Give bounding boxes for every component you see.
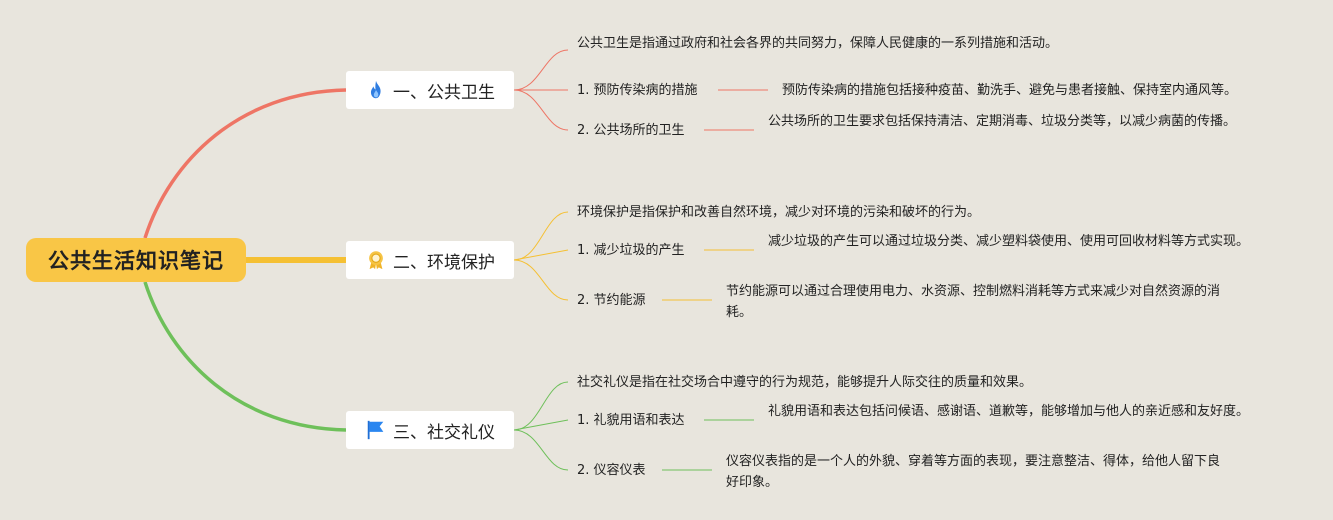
branch-1-connector [143,88,347,239]
branch-1-item-2-label[interactable]: 2. 公共场所的卫生 [577,123,685,138]
branch-2-item-1-detail[interactable]: 减少垃圾的产生可以通过垃圾分类、减少塑料袋使用、使用可回收材料等方式实现。 [768,234,1250,249]
flag-icon [365,419,387,441]
branch-3-description[interactable]: 社交礼仪是指在社交场合中遵守的行为规范，能够提升人际交往的质量和效果。 [577,375,1033,390]
topic-social-etiquette[interactable]: 三、社交礼仪 [346,411,514,449]
fire-icon [365,79,387,101]
branch-3-item-1-label[interactable]: 1. 礼貌用语和表达 [577,413,685,428]
branch-1-item-1-detail[interactable]: 预防传染病的措施包括接种疫苗、勤洗手、避免与患者接触、保持室内通风等。 [782,83,1238,98]
topic-title: 二、环境保护 [393,252,495,273]
award-medal-icon [365,249,387,271]
topic-title: 一、公共卫生 [393,82,495,103]
branch-3-sub-connectors [513,381,754,471]
branch-3-item-2-detail[interactable]: 仪容仪表指的是一个人的外貌、穿着等方面的表现，要注意整洁、得体，给他人留下良好印… [726,454,1221,490]
branch-1-item-1-label[interactable]: 1. 预防传染病的措施 [577,83,698,98]
root-node[interactable]: 公共生活知识笔记 [26,238,246,282]
branch-3-item-2-label[interactable]: 2. 仪容仪表 [577,463,646,478]
branch-2-description[interactable]: 环境保护是指保护和改善自然环境，减少对环境的污染和破坏的行为。 [577,205,981,220]
branch-2-item-1-label[interactable]: 1. 减少垃圾的产生 [577,243,685,258]
topic-public-health[interactable]: 一、公共卫生 [346,71,514,109]
branch-3-connector [143,281,347,432]
branch-1-description[interactable]: 公共卫生是指通过政府和社会各界的共同努力，保障人民健康的一系列措施和活动。 [577,36,1059,51]
branch-3-item-1-detail[interactable]: 礼貌用语和表达包括问候语、感谢语、道歉等，能够增加与他人的亲近感和友好度。 [768,404,1250,419]
topic-environment[interactable]: 二、环境保护 [346,241,514,279]
branch-2-item-2-label[interactable]: 2. 节约能源 [577,293,646,308]
branch-2-item-2-detail[interactable]: 节约能源可以通过合理使用电力、水资源、控制燃料消耗等方式来减少对自然资源的消耗。 [726,284,1221,320]
branch-2-sub-connectors [513,211,754,301]
branch-1-item-2-detail[interactable]: 公共场所的卫生要求包括保持清洁、定期消毒、垃圾分类等，以减少病菌的传播。 [768,114,1237,129]
root-title: 公共生活知识笔记 [48,249,224,273]
branch-1-sub-connectors [513,49,768,131]
topic-title: 三、社交礼仪 [393,422,495,443]
